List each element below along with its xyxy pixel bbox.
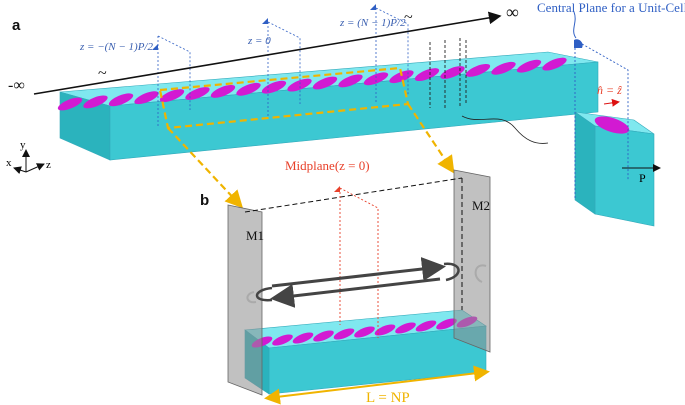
slab-ellipse (159, 89, 185, 103)
cavity-ellipse (436, 318, 457, 330)
slab-ellipse (134, 91, 159, 105)
cavity-frame (244, 177, 463, 310)
z-label-right: z = (N − 1)P/2 (339, 17, 406, 29)
cavity-ellipse (415, 320, 437, 332)
midplane-label: Midplane(z = 0) (285, 158, 370, 173)
slab-ellipse (210, 84, 236, 98)
plane-flags (152, 4, 376, 50)
normal-vector-label: n̂ = ẑ (597, 83, 622, 97)
slab-ellipse (57, 97, 83, 111)
slab-ellipse (83, 95, 108, 109)
coordinate-triad (13, 149, 45, 175)
unit-cell-flag-icon (574, 39, 583, 48)
slab-ellipse (363, 72, 389, 86)
z-axis-arrow (33, 11, 502, 95)
light-beams (246, 257, 487, 308)
unit-cell-title: Central Plane for a Unit-Cell (537, 0, 685, 15)
minus-infinity-label: -∞ (8, 77, 25, 94)
unit-cell-connector (461, 115, 549, 144)
cavity-ellipse (292, 332, 314, 344)
flag-right-icon (370, 4, 376, 10)
mirror-m2-label: M2 (472, 198, 490, 213)
unit-cell-marker (429, 38, 467, 108)
unit-cell-ellipse (594, 116, 630, 134)
axis-y-label: y (20, 139, 26, 151)
slab-ellipse (414, 68, 440, 82)
mirror-m1 (227, 204, 263, 396)
cavity-ellipse (272, 334, 293, 346)
slab-ellipse (542, 57, 567, 71)
slab-ellipse (338, 74, 363, 88)
cavity-ellipse (374, 324, 396, 336)
plus-infinity-label: ∞ (506, 2, 519, 22)
slab-front-face (109, 61, 599, 161)
panel-a-slab (59, 51, 599, 161)
midplane-flag-icon (334, 186, 340, 192)
period-label: P (639, 171, 646, 185)
slab-ellipse (465, 63, 491, 77)
cavity-ellipse (333, 328, 355, 340)
flag-center-icon (262, 18, 268, 24)
cavity-length-arrow (264, 365, 490, 405)
panel-label-b: b (200, 192, 209, 209)
slab-ellipse (389, 70, 414, 84)
tilde-right: ~ (404, 9, 413, 26)
axis-z-label: z (46, 159, 51, 171)
unit-cell-block (574, 111, 655, 227)
slab-ellipse (516, 59, 542, 73)
z-label-center: z = 0 (247, 35, 271, 47)
slab-ellipse (108, 93, 134, 107)
midplane (339, 187, 379, 338)
mirror-m2 (453, 169, 491, 353)
cavity-ellipse (395, 322, 416, 334)
slab-ellipse (312, 76, 338, 90)
normal-vector-arrow (603, 98, 620, 107)
slab-ellipse (491, 61, 516, 75)
slab-ellipse (185, 87, 210, 100)
cavity-length-label: L = NP (366, 390, 410, 405)
cavity-ellipse (313, 330, 334, 342)
zoom-link (158, 66, 455, 209)
flag-left-icon (152, 44, 158, 50)
tilde-left: ~ (98, 65, 107, 82)
slab-ellipse (287, 78, 312, 92)
mirror-m1-label: M1 (246, 228, 264, 243)
cavity-ellipse (354, 326, 375, 338)
z-plane-markers (157, 7, 409, 128)
unit-cell-plane (574, 39, 629, 200)
slab-ellipse (440, 66, 465, 79)
axis-x-label: x (6, 157, 12, 169)
unit-cell-title-pointer (573, 11, 577, 39)
slab-ellipses (57, 57, 567, 111)
panel-label-a: a (12, 17, 21, 34)
z-label-left: z = −(N − 1)P/2 (79, 41, 153, 53)
slab-ellipse (236, 82, 261, 96)
